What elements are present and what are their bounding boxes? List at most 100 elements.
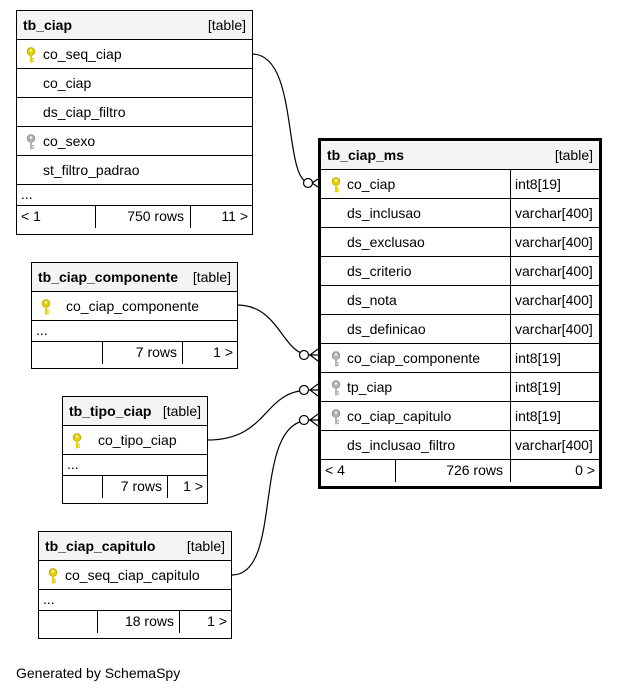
column-row: co_ciap_componente xyxy=(32,292,237,321)
column-name: ds_inclusao xyxy=(347,205,421,221)
ellipsis-row: ... xyxy=(17,185,252,206)
table-tb-ciap-ms[interactable]: tb_ciap_ms [table] co_ciap int8[19] ds_i… xyxy=(318,138,602,489)
column-type: varchar[400] xyxy=(515,234,593,250)
column-name: ds_nota xyxy=(347,292,397,308)
column-name: co_ciap_capitulo xyxy=(347,408,452,424)
table-tb-ciap-capitulo[interactable]: tb_ciap_capitulo [table] co_seq_ciap_cap… xyxy=(38,531,232,639)
column-row: st_filtro_padrao xyxy=(17,156,252,185)
table-header: tb_tipo_ciap [table] xyxy=(63,397,207,426)
rel-end-circle xyxy=(298,414,310,426)
column-name: co_seq_ciap_capitulo xyxy=(65,567,200,583)
column-name: co_ciap_componente xyxy=(66,298,200,314)
row-count: 726 rows xyxy=(446,462,503,478)
row-count: 7 rows xyxy=(120,478,162,494)
ellipsis: ... xyxy=(43,591,55,607)
children-count: 0 > xyxy=(575,462,595,478)
column-type: int8[19] xyxy=(515,379,561,395)
parents-count: < 1 xyxy=(21,208,41,224)
children-count: 11 > xyxy=(221,208,248,224)
table-kind: [table] xyxy=(192,269,231,285)
column-row: ds_inclusao varchar[400] xyxy=(321,199,599,228)
table-footer: < 1 750 rows 11 > xyxy=(17,206,252,228)
table-kind: [table] xyxy=(207,17,246,33)
table-name: tb_ciap_ms xyxy=(327,147,405,163)
table-header: tb_ciap_capitulo [table] xyxy=(39,532,231,561)
column-name: ds_ciap_filtro xyxy=(43,104,126,120)
column-type: int8[19] xyxy=(515,176,561,192)
column-type: varchar[400] xyxy=(515,263,593,279)
column-row: co_sexo xyxy=(17,127,252,156)
column-row: co_seq_ciap xyxy=(17,40,252,69)
column-type: varchar[400] xyxy=(515,437,593,453)
column-row: co_ciap int8[19] xyxy=(321,170,599,199)
table-header: tb_ciap_componente [table] xyxy=(32,263,237,292)
table-kind: [table] xyxy=(186,538,225,554)
table-footer: < 4 726 rows 0 > xyxy=(321,460,599,482)
parents-count: < 4 xyxy=(325,462,345,478)
rel-end-circle xyxy=(298,349,310,361)
column-type: varchar[400] xyxy=(515,321,593,337)
table-name: tb_tipo_ciap xyxy=(69,403,152,419)
column-row: ds_exclusao varchar[400] xyxy=(321,228,599,257)
table-tb-ciap[interactable]: tb_ciap [table] co_seq_ciap co_ciap ds_c… xyxy=(16,10,253,235)
table-footer: 18 rows 1 > xyxy=(39,611,231,633)
column-row: co_ciap_componente int8[19] xyxy=(321,344,599,373)
column-name: co_seq_ciap xyxy=(43,46,122,62)
column-row: co_seq_ciap_capitulo xyxy=(39,561,231,590)
column-name: co_ciap xyxy=(43,75,92,91)
table-header: tb_ciap_ms [table] xyxy=(321,141,599,170)
table-tb-tipo-ciap[interactable]: tb_tipo_ciap [table] co_tipo_ciap ... 7 … xyxy=(62,396,208,504)
table-name: tb_ciap_componente xyxy=(38,269,179,285)
table-name: tb_ciap xyxy=(23,17,73,33)
row-count: 18 rows xyxy=(124,613,174,629)
column-name: ds_criterio xyxy=(347,263,412,279)
column-row: ds_ciap_filtro xyxy=(17,98,252,127)
column-row: ds_criterio varchar[400] xyxy=(321,257,599,286)
column-name: ds_exclusao xyxy=(347,234,425,250)
foreign-key-icon xyxy=(26,134,36,150)
column-name: co_sexo xyxy=(43,133,96,149)
primary-key-icon xyxy=(331,177,341,193)
column-row: ds_inclusao_filtro varchar[400] xyxy=(321,431,599,460)
primary-key-icon xyxy=(72,433,82,449)
column-row: co_ciap_capitulo int8[19] xyxy=(321,402,599,431)
children-count: 1 > xyxy=(183,478,203,494)
column-type: varchar[400] xyxy=(515,292,593,308)
table-kind: [table] xyxy=(162,403,201,419)
rel-end-circle xyxy=(302,177,314,189)
ellipsis: ... xyxy=(67,456,79,472)
column-name: ds_definicao xyxy=(347,321,426,337)
column-type: int8[19] xyxy=(515,350,561,366)
rel-tipo-to-ms xyxy=(206,389,311,441)
children-count: 1 > xyxy=(213,344,233,360)
rel-capitulo-to-ms xyxy=(231,419,311,576)
column-name: tp_ciap xyxy=(347,379,393,395)
row-count: 7 rows xyxy=(135,344,177,360)
table-name: tb_ciap_capitulo xyxy=(45,538,156,554)
generated-by-caption: Generated by SchemaSpy xyxy=(16,665,181,681)
foreign-key-icon xyxy=(331,409,341,425)
column-row: co_ciap xyxy=(17,69,252,98)
column-row: ds_definicao varchar[400] xyxy=(321,315,599,344)
ellipsis-row: ... xyxy=(39,590,231,611)
table-kind: [table] xyxy=(554,147,593,163)
column-type: varchar[400] xyxy=(515,205,593,221)
rel-end-circle xyxy=(298,384,310,396)
column-name: st_filtro_padrao xyxy=(43,162,140,178)
children-count: 1 > xyxy=(207,613,227,629)
column-type: int8[19] xyxy=(515,408,561,424)
table-tb-ciap-componente[interactable]: tb_ciap_componente [table] co_ciap_compo… xyxy=(31,262,238,369)
ellipsis: ... xyxy=(36,322,48,338)
column-row: ds_nota varchar[400] xyxy=(321,286,599,315)
column-name: co_ciap_componente xyxy=(347,350,481,366)
column-name: co_tipo_ciap xyxy=(98,432,177,448)
column-row: tp_ciap int8[19] xyxy=(321,373,599,402)
table-footer: 7 rows 1 > xyxy=(63,476,207,498)
column-name: ds_inclusao_filtro xyxy=(347,437,456,453)
ellipsis-row: ... xyxy=(32,321,237,342)
primary-key-icon xyxy=(48,568,58,584)
table-footer: 7 rows 1 > xyxy=(32,342,237,364)
primary-key-icon xyxy=(26,47,36,63)
row-count: 750 rows xyxy=(127,208,184,224)
